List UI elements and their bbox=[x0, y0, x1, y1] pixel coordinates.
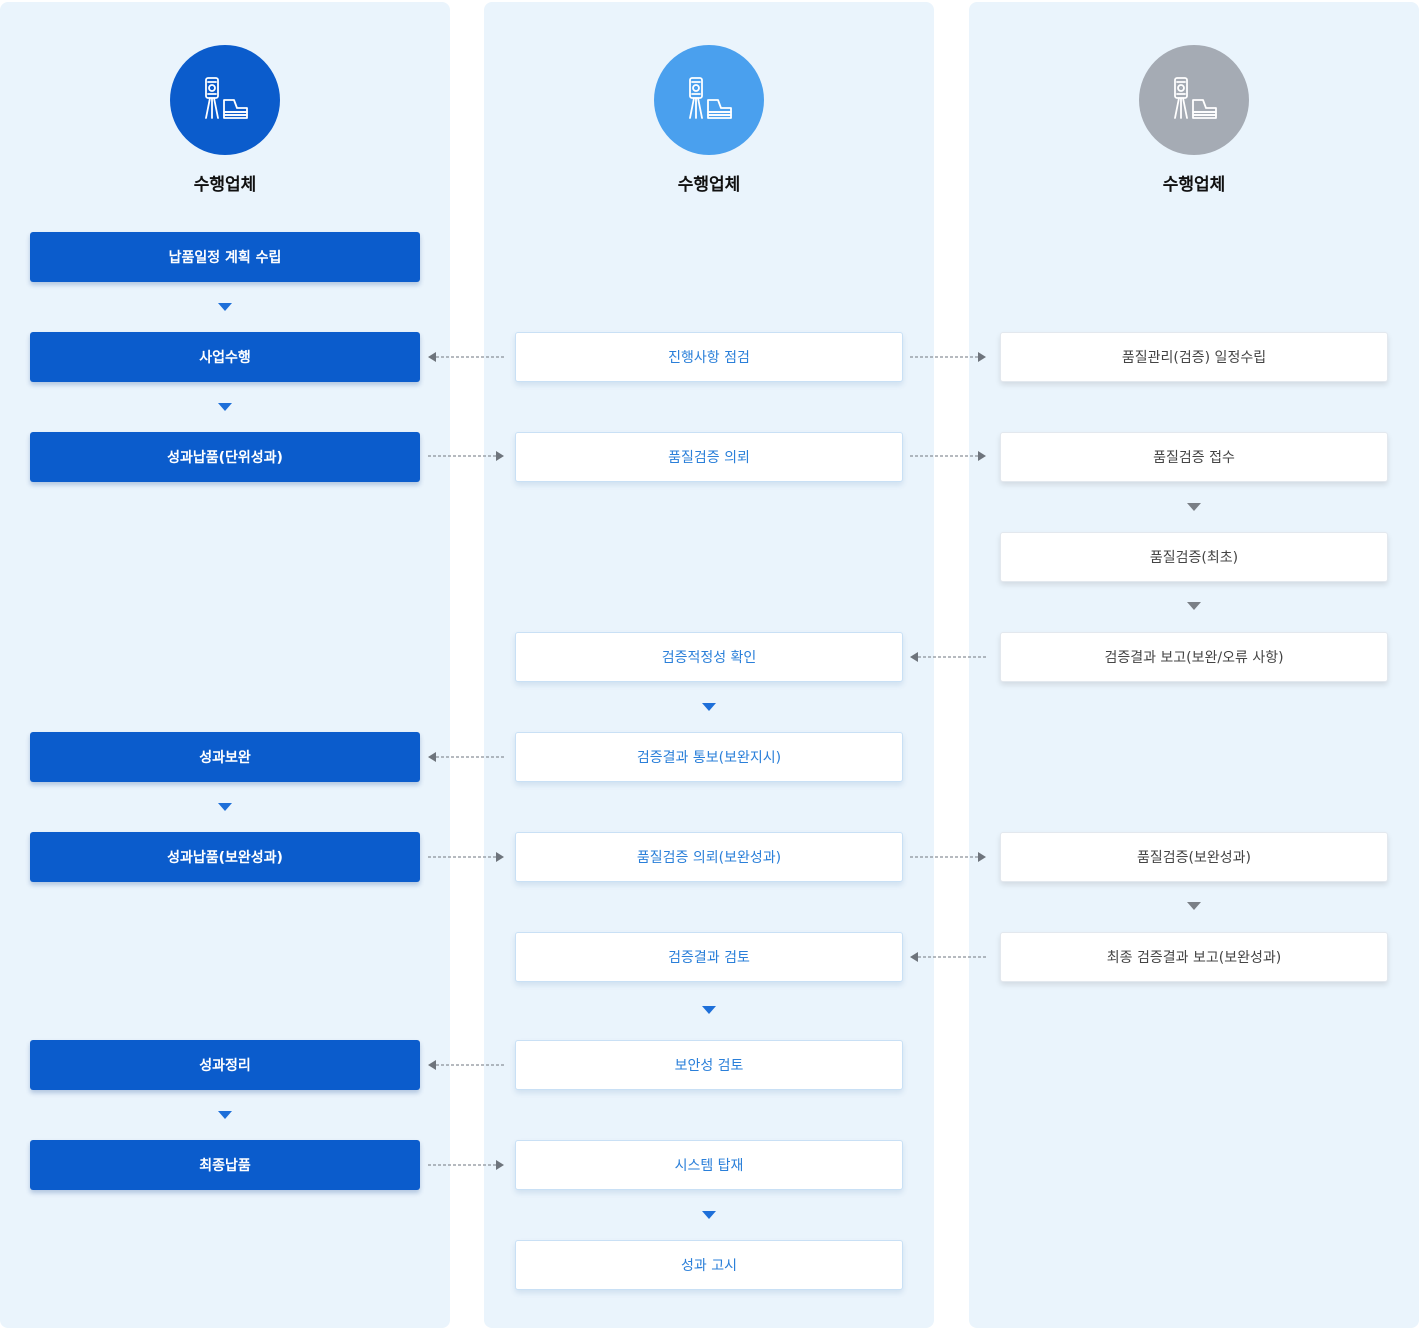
dashed-arrow-right-icon bbox=[428, 451, 504, 461]
surveyor-icon bbox=[654, 45, 764, 155]
down-arrow-icon bbox=[1187, 503, 1201, 511]
column-title: 수행업체 bbox=[677, 175, 741, 195]
dashed-arrow-left-icon bbox=[910, 652, 986, 662]
step-announce: 성과 고시 bbox=[515, 1240, 903, 1290]
step-security-review: 보안성 검토 bbox=[515, 1040, 903, 1090]
step-qa-request: 품질검증 의뢰 bbox=[515, 432, 903, 482]
down-arrow-icon bbox=[702, 1211, 716, 1219]
dashed-arrow-left-icon bbox=[428, 352, 504, 362]
step-plan: 납품일정 계획 수립 bbox=[30, 232, 420, 282]
step-deliver-supplement: 성과납품(보완성과) bbox=[30, 832, 420, 882]
surveyor-icon bbox=[170, 45, 280, 155]
down-arrow-icon bbox=[1187, 902, 1201, 910]
down-arrow-icon bbox=[702, 1006, 716, 1014]
dashed-arrow-left-icon bbox=[428, 1060, 504, 1070]
column-panel-1 bbox=[0, 2, 450, 1328]
step-final-delivery: 최종납품 bbox=[30, 1140, 420, 1190]
step-result-review: 검증결과 검토 bbox=[515, 932, 903, 982]
surveyor-icon bbox=[1139, 45, 1249, 155]
step-result-report: 검증결과 보고(보완/오류 사항) bbox=[1000, 632, 1388, 682]
dashed-arrow-left-icon bbox=[910, 952, 986, 962]
dashed-arrow-right-icon bbox=[910, 352, 986, 362]
step-qa-supplement: 품질검증(보완성과) bbox=[1000, 832, 1388, 882]
down-arrow-icon bbox=[218, 303, 232, 311]
step-validity-check: 검증적정성 확인 bbox=[515, 632, 903, 682]
step-result-notice: 검증결과 통보(보완지시) bbox=[515, 732, 903, 782]
step-organize: 성과정리 bbox=[30, 1040, 420, 1090]
step-execute: 사업수행 bbox=[30, 332, 420, 382]
step-final-report: 최종 검증결과 보고(보완성과) bbox=[1000, 932, 1388, 982]
down-arrow-icon bbox=[1187, 602, 1201, 610]
step-qa-request-supplement: 품질검증 의뢰(보완성과) bbox=[515, 832, 903, 882]
down-arrow-icon bbox=[218, 403, 232, 411]
step-supplement: 성과보완 bbox=[30, 732, 420, 782]
column-title: 수행업체 bbox=[1162, 175, 1226, 195]
dashed-arrow-right-icon bbox=[910, 451, 986, 461]
dashed-arrow-right-icon bbox=[428, 852, 504, 862]
step-system-load: 시스템 탑재 bbox=[515, 1140, 903, 1190]
step-deliver-unit: 성과납품(단위성과) bbox=[30, 432, 420, 482]
dashed-arrow-right-icon bbox=[910, 852, 986, 862]
step-qa-schedule: 품질관리(검증) 일정수립 bbox=[1000, 332, 1388, 382]
down-arrow-icon bbox=[218, 803, 232, 811]
step-qa-receipt: 품질검증 접수 bbox=[1000, 432, 1388, 482]
down-arrow-icon bbox=[218, 1111, 232, 1119]
step-qa-initial: 품질검증(최초) bbox=[1000, 532, 1388, 582]
step-progress-check: 진행사항 점검 bbox=[515, 332, 903, 382]
dashed-arrow-right-icon bbox=[428, 1160, 504, 1170]
down-arrow-icon bbox=[702, 703, 716, 711]
dashed-arrow-left-icon bbox=[428, 752, 504, 762]
column-title: 수행업체 bbox=[193, 175, 257, 195]
